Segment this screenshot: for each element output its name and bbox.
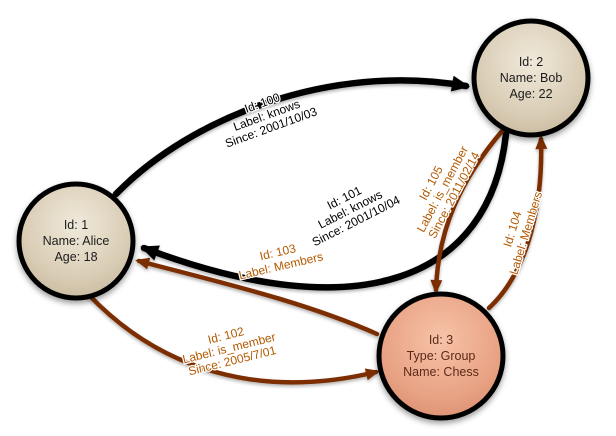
edge-is-member-102: [85, 291, 380, 385]
node-bob-line-name: Name: Bob: [500, 71, 563, 85]
edges-layer: [85, 75, 548, 385]
edge-label-102: Id: 102 Label: is_member Since: 2005/7/0…: [180, 323, 279, 380]
edge-label-104: Id: 104 Label: Members: [499, 189, 546, 278]
node-chess-group-circle: [376, 291, 506, 421]
node-bob: Id: 2 Name: Bob Age: 22: [471, 18, 591, 138]
node-alice: Id: 1 Name: Alice Age: 18: [16, 181, 136, 301]
node-chess-line-type: Type: Group: [407, 349, 476, 363]
edge-is-member-105: [430, 127, 506, 294]
node-alice-line-id: Id: 1: [64, 218, 88, 232]
node-alice-line-name: Name: Alice: [43, 234, 110, 248]
node-alice-circle: [16, 181, 136, 301]
nodes-layer: Id: 1 Name: Alice Age: 18 Id: 2 Name: Bo…: [16, 18, 591, 421]
edge-knows-100: [112, 75, 470, 198]
node-chess-line-id: Id: 3: [429, 333, 453, 347]
edge-label-101: Id: 101 Label: knows Since: 2001/10/04: [309, 182, 404, 251]
edge-members-104: [486, 135, 548, 311]
node-chess-group: Id: 3 Type: Group Name: Chess: [376, 291, 506, 421]
node-bob-circle: [471, 18, 591, 138]
node-bob-line-id: Id: 2: [519, 55, 543, 69]
node-bob-line-age: Age: 22: [509, 87, 552, 101]
edge-members-103: [135, 257, 380, 337]
edge-knows-101: [140, 130, 510, 291]
edge-label-103: Id: 103 Label: Members: [236, 240, 325, 284]
node-chess-line-name: Name: Chess: [403, 365, 479, 379]
node-alice-line-age: Age: 18: [54, 250, 97, 264]
